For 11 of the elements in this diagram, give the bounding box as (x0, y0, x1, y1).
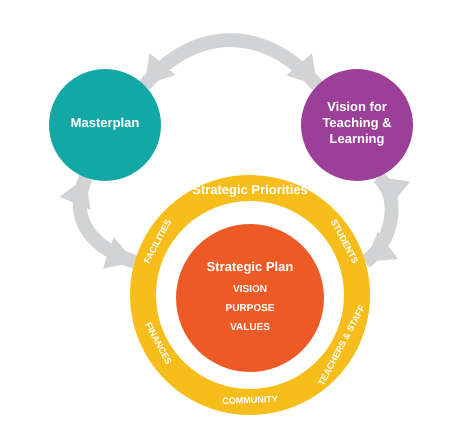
node-item: VALUES (230, 320, 270, 335)
ring-band (130, 175, 370, 415)
double-arrow (60, 175, 138, 268)
node-item: VISION (233, 282, 267, 297)
node-title: Vision for Teaching & Learning (321, 98, 393, 148)
double-arrow (360, 172, 410, 268)
node-item: PURPOSE (226, 302, 274, 316)
node-title: Masterplan (70, 114, 140, 132)
node-title: Strategic Plan (206, 259, 294, 276)
double-arrow (140, 33, 322, 90)
ring-label: COMMUNITY (221, 394, 279, 407)
